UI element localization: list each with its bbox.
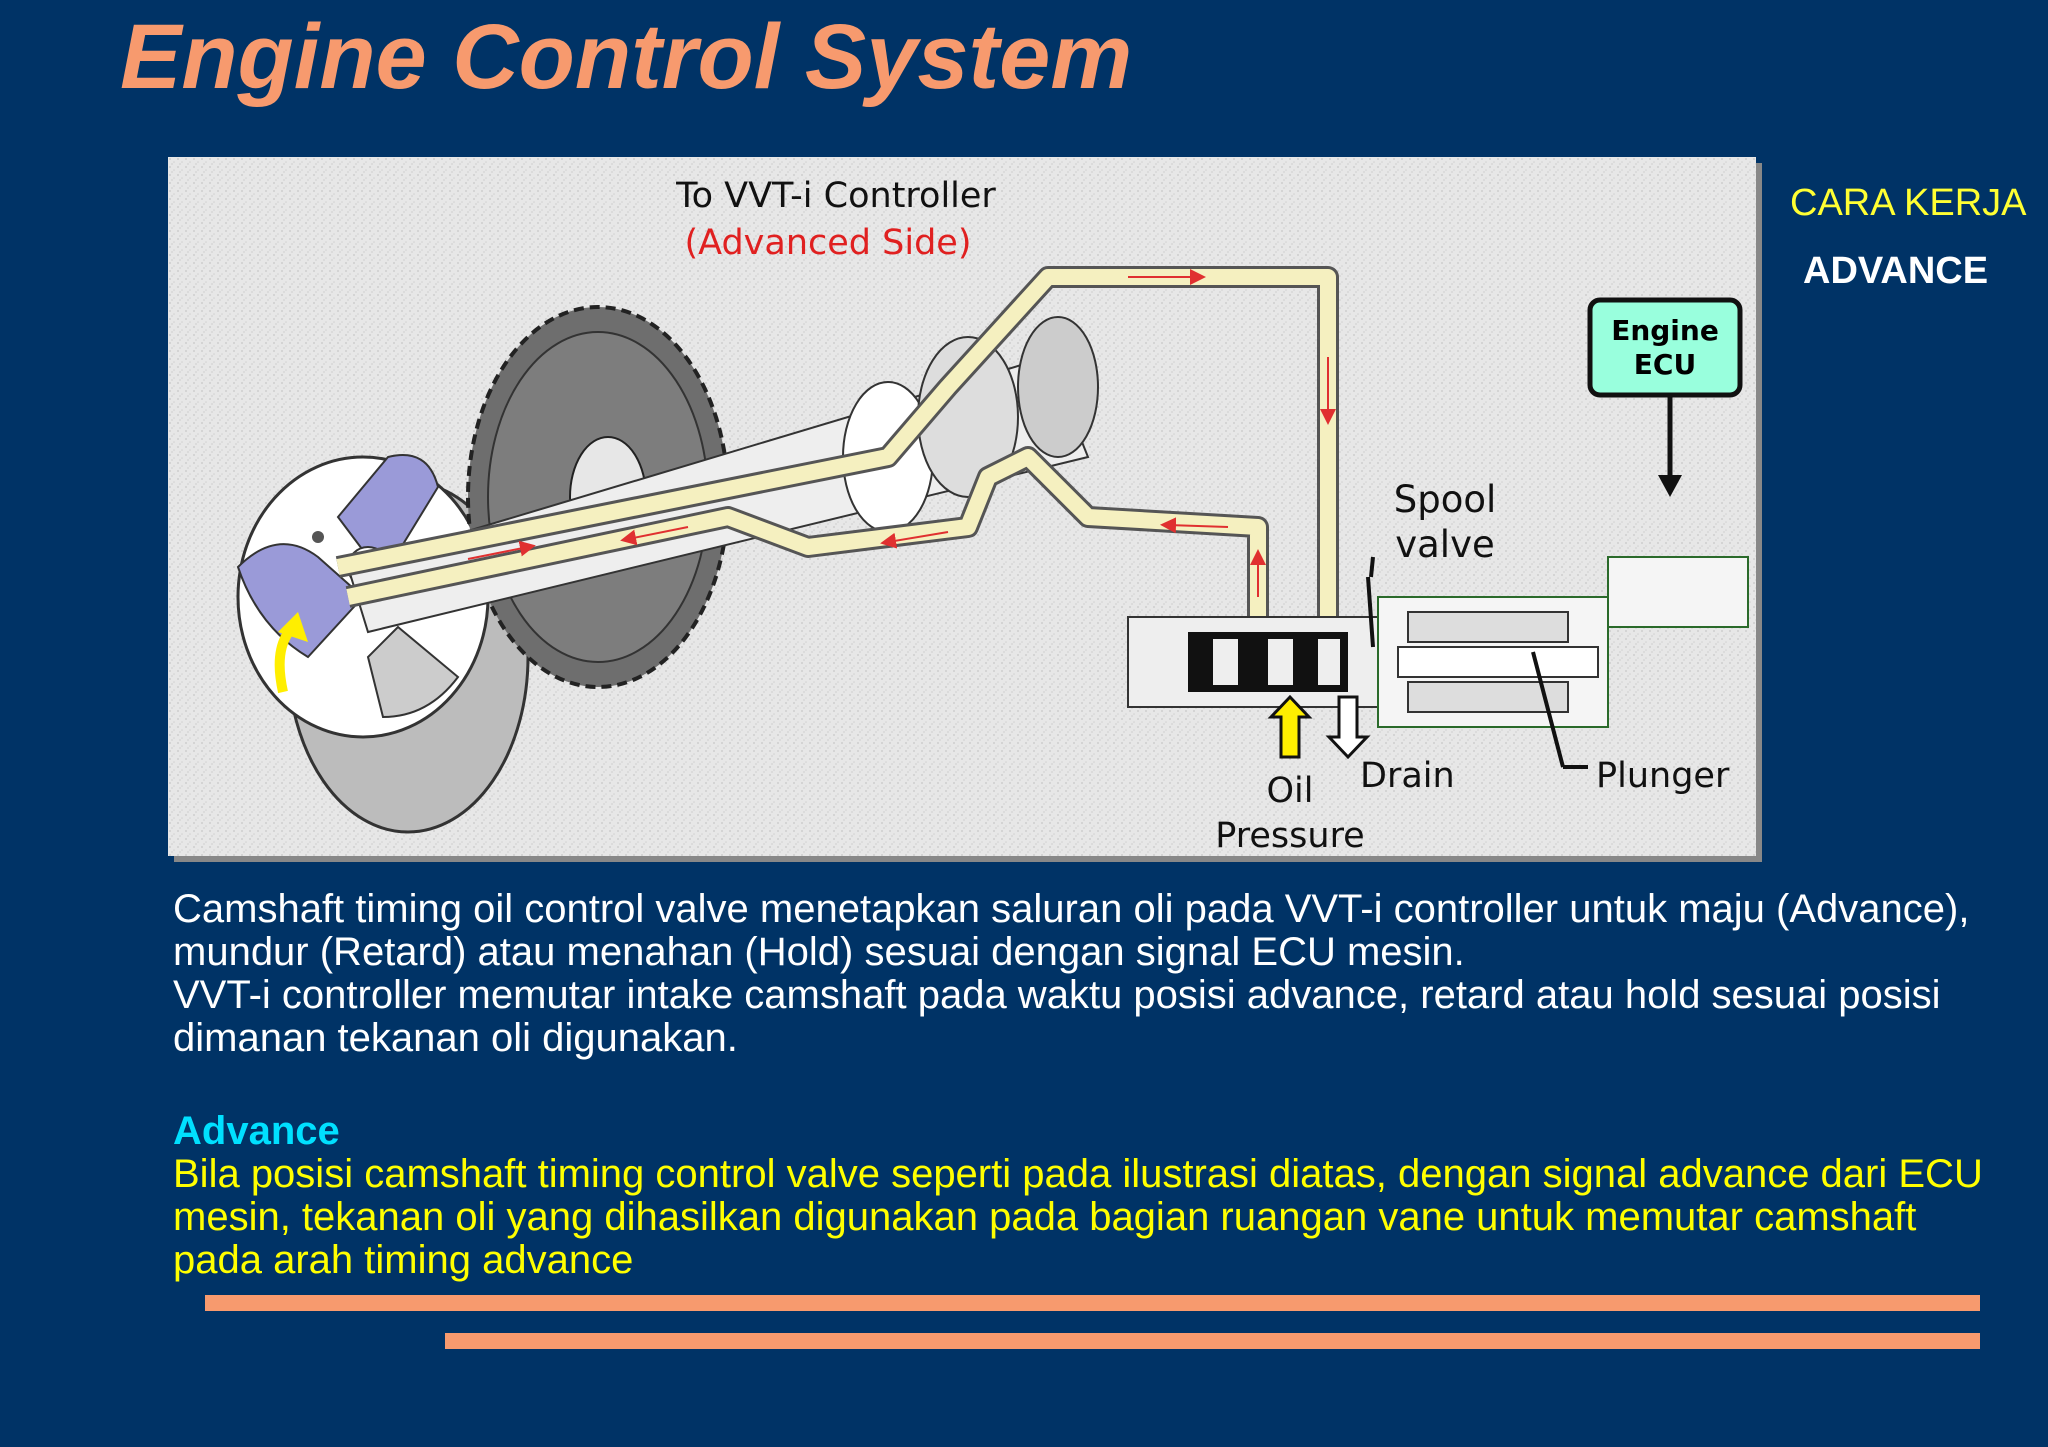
oil-label-line1: Oil: [1267, 771, 1314, 811]
oil-control-valve-drawing: [1127, 556, 1749, 728]
body-paragraph-1: Camshaft timing oil control valve meneta…: [173, 887, 1970, 974]
plunger-label: Plunger: [1596, 756, 1730, 796]
slide-title: Engine Control System: [120, 6, 1133, 108]
spool-leader-2: [1366, 576, 1375, 648]
body-text: Camshaft timing oil control valve meneta…: [173, 888, 2003, 1060]
cara-kerja-label: CARA KERJA: [1790, 182, 2027, 224]
spool-label-line1: Spool: [1394, 478, 1497, 521]
advanced-side-label: (Advanced Side): [684, 223, 971, 263]
vvt-i-diagram: Engine ECU To VVT-i Controller (Advanced…: [168, 157, 1762, 862]
spool-label-line2: valve: [1395, 523, 1495, 566]
pressure-label-line2: Pressure: [1215, 816, 1364, 856]
spool-leader: [1369, 556, 1375, 578]
to-controller-label: To VVT-i Controller: [675, 176, 996, 216]
advance-mode-label: ADVANCE: [1803, 250, 1989, 292]
drain-arrow: [1325, 695, 1371, 760]
ecu-label-line1: Engine: [1611, 314, 1719, 347]
plunger-leader: [1531, 651, 1565, 768]
advance-heading: Advance: [173, 1109, 340, 1153]
oil-passages: [335, 266, 1339, 627]
decorative-bar-top: [205, 1295, 1980, 1311]
ecu-label-line2: ECU: [1634, 348, 1696, 381]
diagram-svg: Engine ECU To VVT-i Controller (Advanced…: [168, 157, 1762, 862]
oil-pressure-arrow: [1267, 694, 1313, 759]
engine-ecu-box: Engine ECU: [1587, 297, 1743, 497]
body-paragraph-2: VVT-i controller memutar intake camshaft…: [173, 973, 1941, 1060]
drain-label: Drain: [1360, 756, 1455, 796]
decorative-bar-bottom: [445, 1333, 1980, 1349]
advance-description: Bila posisi camshaft timing control valv…: [173, 1152, 1983, 1282]
